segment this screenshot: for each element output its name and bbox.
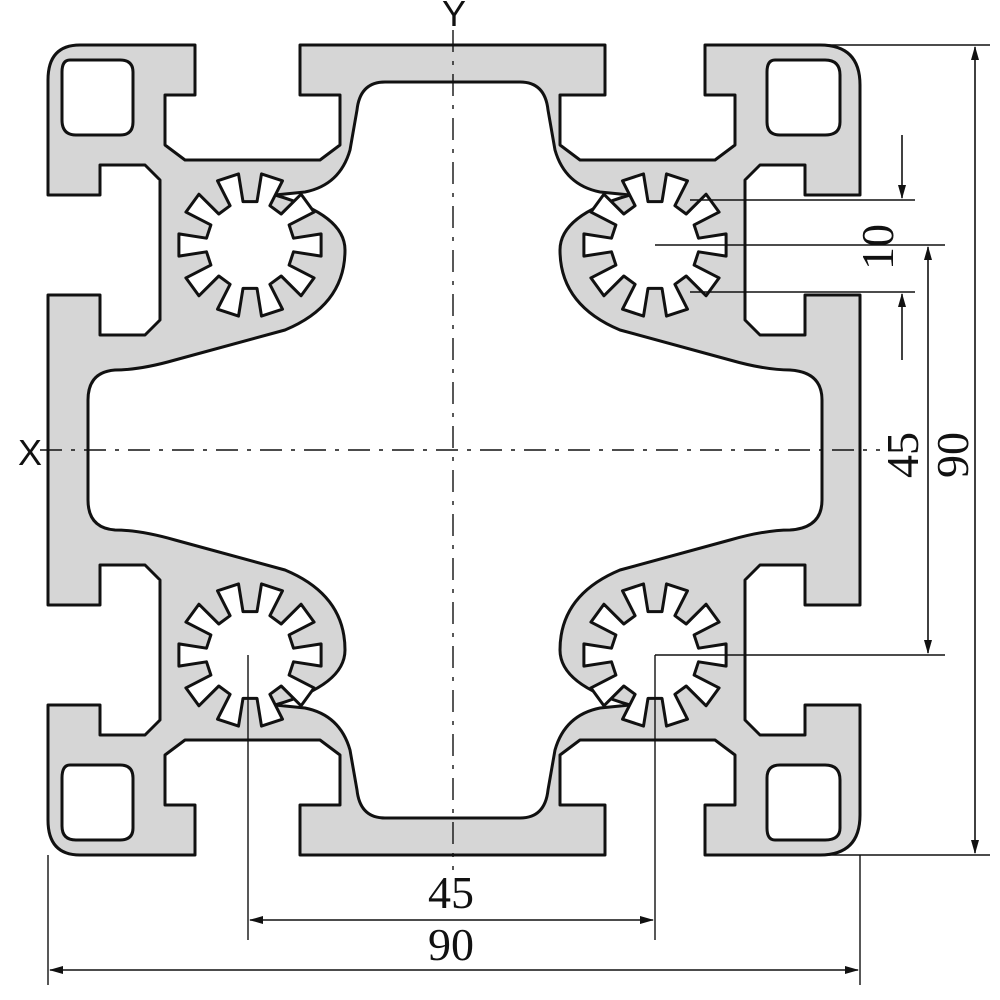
dimension-label-right-outer: 90: [927, 432, 978, 478]
axes: Y X: [18, 0, 880, 870]
dimension-label-bottom-outer: 90: [428, 919, 474, 970]
x-axis-label: X: [18, 432, 42, 473]
y-axis-label: Y: [442, 0, 466, 34]
right-dimensions: 10 45 90: [655, 44, 990, 856]
dimension-label-slot: 10: [852, 224, 903, 270]
core-bore-bottom-left: [177, 582, 323, 728]
bottom-dimensions: 45 90: [47, 655, 861, 985]
core-bore-top-left: [177, 172, 323, 318]
dimension-label-bottom-inner: 45: [428, 867, 474, 918]
dimension-label-right-inner: 45: [877, 432, 928, 478]
